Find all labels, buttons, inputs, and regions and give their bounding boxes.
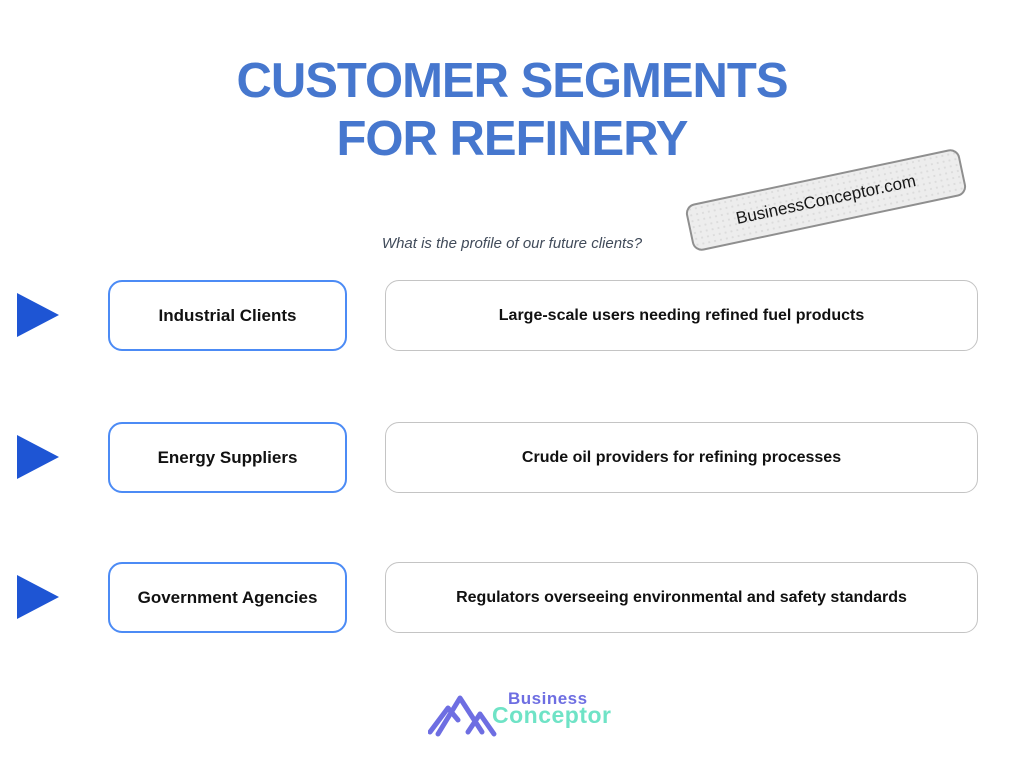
play-triangle-icon [17, 575, 59, 619]
segment-description: Large-scale users needing refined fuel p… [498, 306, 865, 324]
segment-label-box: Industrial Clients [108, 280, 347, 351]
logo-word-business: Business [508, 689, 588, 708]
segment-description-box: Large-scale users needing refined fuel p… [385, 280, 978, 351]
segment-description: Regulators overseeing environmental and … [456, 588, 907, 606]
segment-label: Energy Suppliers [157, 447, 298, 467]
segment-row-industrial-clients: Industrial Clients Large-scale users nee… [0, 280, 1024, 351]
mountain-icon [428, 695, 497, 737]
segment-label-box: Energy Suppliers [108, 422, 347, 493]
segment-label: Industrial Clients [158, 305, 297, 325]
segment-label-box: Government Agencies [108, 562, 347, 633]
page-title-line-1: CUSTOMER SEGMENTS [236, 54, 788, 108]
logo-wordmark: Business Conceptor [492, 690, 612, 727]
subtitle: What is the profile of our future client… [381, 235, 643, 252]
segment-description-box: Regulators overseeing environmental and … [385, 562, 978, 633]
page-title-line-2: FOR REFINERY [336, 112, 689, 166]
play-triangle-icon [17, 435, 59, 479]
segment-row-energy-suppliers: Energy Suppliers Crude oil providers for… [0, 422, 1024, 493]
watermark-text: BusinessConceptor.com [734, 171, 918, 228]
page-title: CUSTOMER SEGMENTS FOR REFINERY [0, 52, 1024, 168]
segment-label: Government Agencies [137, 587, 318, 607]
play-triangle-icon [17, 293, 59, 337]
logo-word-conceptor: Conceptor [492, 702, 612, 728]
segment-description-box: Crude oil providers for refining process… [385, 422, 978, 493]
business-conceptor-logo: Business Conceptor [428, 684, 612, 738]
segment-description: Crude oil providers for refining process… [521, 448, 842, 466]
segment-row-government-agencies: Government Agencies Regulators overseein… [0, 562, 1024, 633]
